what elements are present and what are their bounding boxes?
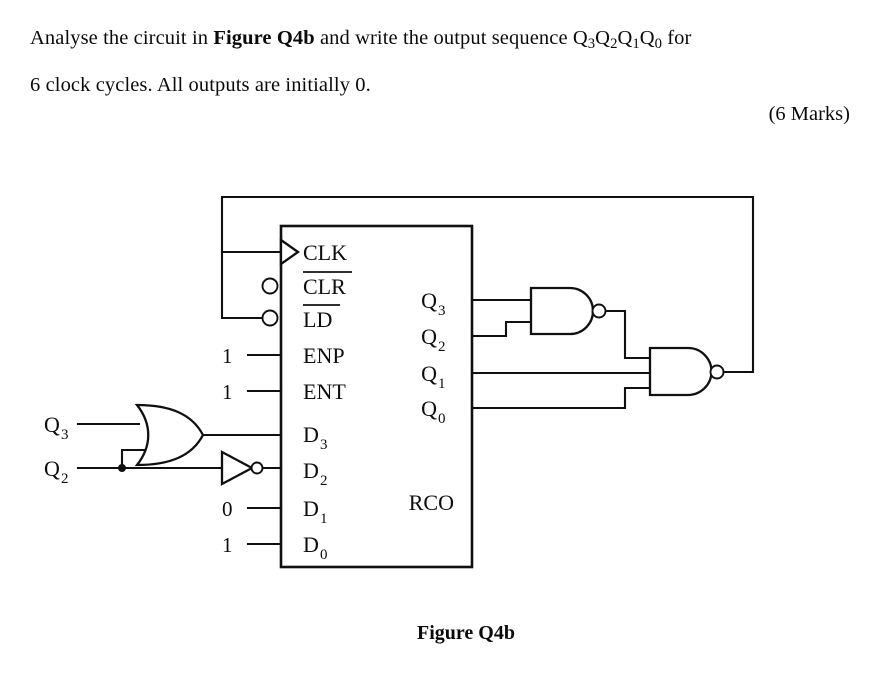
question-text: Analyse the circuit in Figure Q4b and wr… <box>30 18 850 106</box>
question-line-1: Analyse the circuit in Figure Q4b and wr… <box>30 18 850 65</box>
feedback-wire-ld <box>220 195 755 374</box>
signal-label-q3-left: Q <box>44 412 60 437</box>
question-line-2: 6 clock cycles. All outputs are initiall… <box>30 74 371 97</box>
pin-label-d3-sub: 3 <box>320 437 328 453</box>
pin-label-ent: ENT <box>303 379 346 404</box>
nand1-output-to-nand2-wire <box>604 309 652 360</box>
pin-label-d0: D <box>303 532 319 557</box>
marks-allocation: (6 Marks) <box>768 103 850 125</box>
pin-label-q2: Q <box>421 324 437 349</box>
q0-subscript: 0 <box>654 36 663 53</box>
pin-label-q0: Q <box>421 396 437 421</box>
figure-caption-text: Figure Q4b <box>417 622 515 644</box>
figure-reference: Figure Q4b <box>213 27 315 49</box>
pin-label-rco: RCO <box>409 490 454 515</box>
pin-label-clr: CLR <box>303 274 346 299</box>
q2-out-to-nand1-wire <box>470 320 533 338</box>
clock-wedge-icon <box>279 237 300 267</box>
pin-label-d1: D <box>303 496 319 521</box>
pin-label-d1-sub: 1 <box>320 511 328 527</box>
q3-subscript: 3 <box>587 36 596 53</box>
clr-inverting-bubble-icon <box>261 277 279 295</box>
q1-base: Q <box>617 27 633 49</box>
or-gate-d3 <box>134 403 205 467</box>
pin-label-d3: D <box>303 422 319 447</box>
nand-gate-2-bubble-icon <box>709 364 725 380</box>
pin-label-q1-sub: 1 <box>438 376 446 392</box>
signal-label-q2-left: Q <box>44 456 60 481</box>
q0-base: Q <box>639 27 655 49</box>
pin-label-q0-sub: 0 <box>438 411 446 427</box>
const-ent-value: 1 <box>222 380 233 404</box>
signal-label-q2-left-sub: 2 <box>61 471 69 487</box>
nand-gate-1-bubble-icon <box>591 303 607 319</box>
pin-label-enp: ENP <box>303 343 345 368</box>
const-enp-value: 1 <box>222 344 233 368</box>
signal-label-q3-left-sub: 3 <box>61 427 69 443</box>
const-d1-value: 0 <box>222 497 233 521</box>
not-gate-bubble-icon <box>250 461 264 475</box>
ld-inverting-bubble-icon <box>261 309 279 327</box>
q2-branch-to-or-wire <box>120 448 154 470</box>
nand-gate-1 <box>529 286 595 336</box>
pin-label-d0-sub: 0 <box>320 547 328 563</box>
pin-label-d2-sub: 2 <box>320 473 328 489</box>
counter-ic-box <box>279 224 474 569</box>
q0-out-to-nand2-wire <box>470 386 652 410</box>
pin-label-q3: Q <box>421 288 437 313</box>
const-d0-value: 1 <box>222 533 233 557</box>
figure-caption: Figure Q4b <box>0 622 878 645</box>
pin-label-q3-sub: 3 <box>438 303 446 319</box>
not-gate-d2 <box>220 450 255 486</box>
q2-junction-dot <box>118 464 126 472</box>
question-line1-end: for <box>662 27 692 49</box>
pin-label-q1: Q <box>421 361 437 386</box>
q2-base: Q <box>595 27 611 49</box>
pin-label-ld: LD <box>303 307 332 332</box>
q1-subscript: 1 <box>632 36 640 53</box>
nand-gate-2 <box>648 346 713 397</box>
question-line1-part2: and write the output sequence Q <box>314 27 588 49</box>
pin-label-d2: D <box>303 458 319 483</box>
pin-label-q2-sub: 2 <box>438 339 446 355</box>
pin-label-clk: CLK <box>303 240 347 265</box>
q2-subscript: 2 <box>610 36 618 53</box>
question-line1-part1: Analyse the circuit in <box>30 27 214 49</box>
